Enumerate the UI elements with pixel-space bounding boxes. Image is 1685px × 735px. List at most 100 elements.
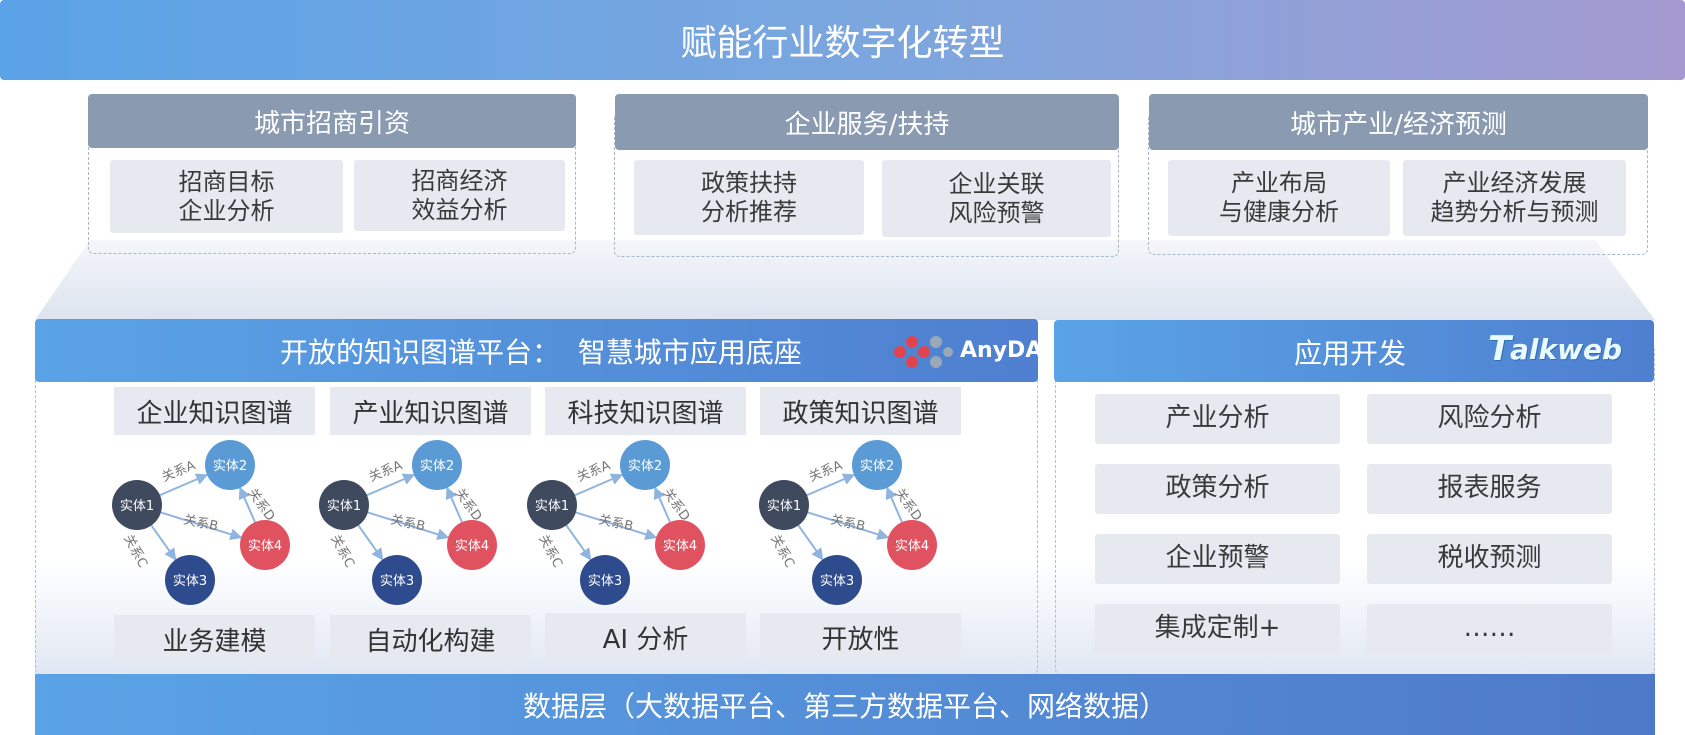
graph-edge-label: 关系B [389,513,426,535]
node-entity-4 [655,520,705,570]
category-item-line: 效益分析 [411,195,508,224]
graph-edge [885,486,903,523]
graph-node-label: 实体1 [767,499,801,514]
node-entity-4 [240,520,290,570]
app-item-label: 产业分析 [1165,403,1270,434]
app-item: 产业分析 [1095,394,1340,444]
graph-edge [150,524,177,561]
funnel-band [35,240,1655,320]
platform-header: 开放的知识图谱平台： 智慧城市应用底座 AnyDATA [35,319,1071,382]
app-item-label: 风险分析 [1437,403,1542,434]
graph-type-text: 产业知识图谱 [352,398,509,429]
graph-edge [574,473,624,497]
node-entity-3 [372,555,422,605]
node-entity-2 [620,440,670,490]
app-item-label: 企业预警 [1165,543,1270,574]
category-item-line: 招商经济 [411,166,508,195]
graph-node-label: 实体2 [860,459,894,474]
graph-edge [653,486,671,523]
category-header-label: 企业服务/扶持 [784,109,950,140]
graph-type-label: 企业知识图谱 [114,387,315,435]
category-header-enterprise: 企业服务/扶持 [615,94,1119,150]
graph-node-label: 实体4 [895,539,929,554]
category-item-line: 企业分析 [178,196,275,225]
app-item: …… [1367,604,1612,654]
appdev-title: 应用开发 [1294,337,1407,370]
graph-edge-label: 关系B [597,513,634,535]
category-item-line: 产业经济发展 [1442,169,1587,198]
graph-edge [159,473,209,497]
graph-type-text: 政策知识图谱 [782,398,939,429]
graph-edge-label: 关系B [182,513,219,535]
feature-label: 业务建模 [114,615,315,663]
graph-edge [575,511,658,541]
app-item: 税收预测 [1367,534,1612,584]
node-entity-2 [852,440,902,490]
talkweb-logo-text: alkweb [1510,333,1623,366]
graph-type-label: 产业知识图谱 [330,387,531,435]
category-item: 产业经济发展 趋势分析与预测 [1403,160,1626,236]
app-item-label: 集成定制+ [1154,613,1281,644]
app-item: 企业预警 [1095,534,1340,584]
category-item: 招商经济 效益分析 [354,160,565,231]
feature-label: 开放性 [760,613,961,661]
app-item: 集成定制+ [1095,604,1340,654]
talkweb-logo-letter: T [1488,329,1512,369]
graph-edge [445,486,463,523]
anydata-logo-icon [894,336,953,368]
graph-node-label: 实体3 [380,574,414,589]
category-item-line: 产业布局 [1231,169,1327,198]
node-entity-1 [527,480,577,530]
node-entity-3 [165,555,215,605]
graph-node-label: 实体2 [420,459,454,474]
node-entity-2 [205,440,255,490]
graph-edge-label: 关系D [244,486,277,524]
data-layer-bar: 数据层（大数据平台、第三方数据平台、网络数据） [35,674,1655,735]
graph-edge [366,473,416,497]
app-item: 报表服务 [1367,464,1612,514]
node-entity-1 [112,480,162,530]
graph-edge-label: 关系D [451,486,484,524]
feature-label: AI 分析 [545,613,746,661]
category-item-line: 风险预警 [948,198,1045,227]
graph-edge-label: 关系C [767,532,797,570]
graph-edge [357,524,384,561]
graph-node-label: 实体4 [663,539,697,554]
graph-edge-label: 关系C [120,532,150,570]
node-entity-4 [887,520,937,570]
graph-node-label: 实体1 [535,499,569,514]
category-item: 产业布局 与健康分析 [1168,160,1390,236]
graph-edge-label: 关系C [327,532,357,570]
node-entity-2 [412,440,462,490]
category-item: 招商目标 企业分析 [110,160,343,233]
platform-title: 开放的知识图谱平台： 智慧城市应用底座 [280,336,802,369]
graph-type-text: 企业知识图谱 [136,398,293,429]
category-header-forecast: 城市产业/经济预测 [1149,94,1648,150]
graph-node-label: 实体3 [820,574,854,589]
graph-node-label: 实体1 [327,499,361,514]
node-entity-3 [580,555,630,605]
app-item: 风险分析 [1367,394,1612,444]
graph-edge [565,524,592,561]
graph-edge-label: 关系D [891,486,924,524]
feature-text: 业务建模 [162,626,267,657]
graph-edge [160,511,243,541]
category-item: 政策扶持 分析推荐 [634,160,864,235]
feature-text: 开放性 [821,624,900,655]
graph-type-label: 科技知识图谱 [545,387,746,435]
data-layer-label: 数据层（大数据平台、第三方数据平台、网络数据） [522,689,1167,723]
category-item: 企业关联 风险预警 [882,160,1111,237]
page-title: 赋能行业数字化转型 [680,23,1005,64]
app-item-label: 报表服务 [1437,473,1542,504]
feature-text: AI 分析 [602,624,689,655]
category-item-line: 趋势分析与预测 [1430,198,1599,226]
graph-node-label: 实体2 [213,459,247,474]
graph-node-label: 实体1 [120,499,154,514]
graph-edge [367,511,450,541]
category-item-line: 企业关联 [948,169,1045,198]
graph-node-label: 实体3 [173,574,207,589]
graph-edge-label: 关系C [535,532,565,570]
